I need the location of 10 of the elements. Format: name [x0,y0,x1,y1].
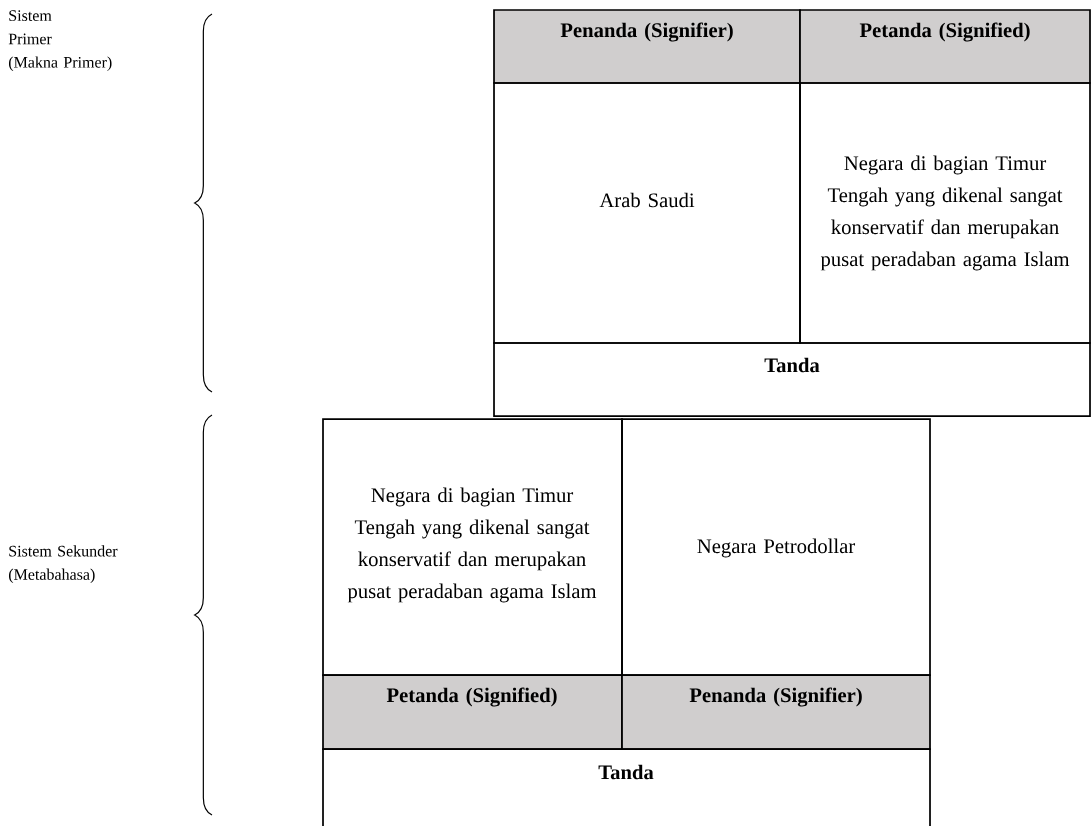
table-cell: Negara di bagian Timur Tengah yang dikenal sangat konservatif dan merupakan pusat peradaban agama Islam [799,82,1091,344]
table-cell: Petanda (Signified) [322,674,623,750]
table-cell: Tanda [322,748,931,826]
table-cell: Petanda (Signified) [799,9,1091,84]
table-cell: Arab Saudi [493,82,801,344]
side-label: Sistem Primer (Makna Primer) [8,10,112,71]
table-cell: Tanda [493,342,1091,417]
table-cell: Penanda (Signifier) [493,9,801,84]
table-cell: Penanda (Signifier) [621,674,931,750]
side-label: Sistem Sekunder (Metabahasa) [9,545,118,584]
